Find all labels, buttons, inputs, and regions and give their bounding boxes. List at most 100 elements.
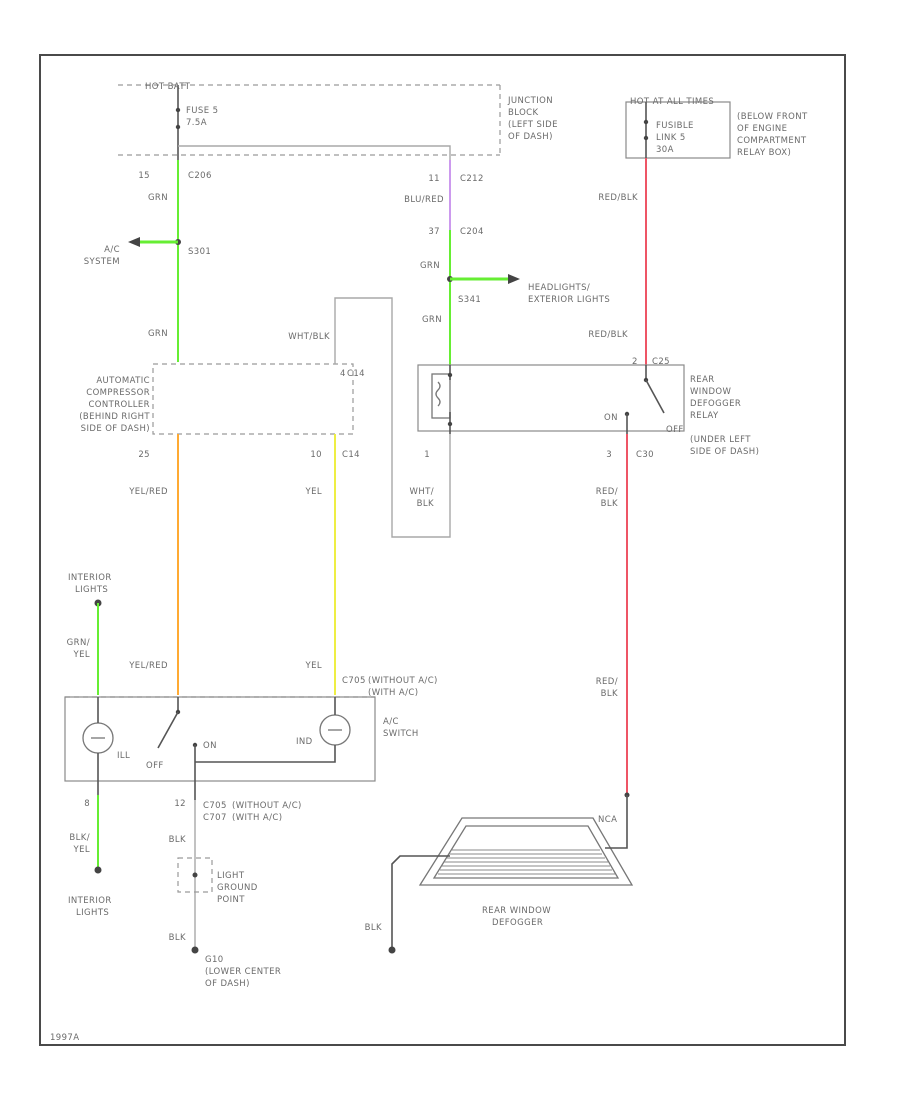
pin-number: 8	[84, 799, 90, 809]
relay-label: WINDOW	[690, 387, 732, 397]
pin-number: 37	[428, 227, 440, 237]
switch-state-on: ON	[203, 741, 217, 751]
fusible-link-terminal	[643, 135, 649, 141]
wht-blk-wire	[334, 297, 451, 538]
interior-lights-terminal	[94, 866, 102, 874]
connector-note: (WITHOUT A/C)	[232, 801, 302, 811]
relay-terminal	[447, 421, 453, 427]
hot-at-all-times-label: HOT AT ALL TIMES	[630, 97, 714, 107]
relay-label: REAR	[690, 375, 715, 385]
wire-color-label: RED/BLK	[598, 193, 638, 203]
diagram-frame	[39, 54, 846, 1046]
rear-window-defogger	[418, 817, 634, 886]
wire-color-label: BLK	[601, 689, 618, 699]
junction-block-label: BLOCK	[508, 108, 538, 118]
fusible-link-label: LINK 5	[656, 133, 686, 143]
connector-label: C212	[460, 174, 484, 184]
wire-color-label: GRN	[148, 329, 168, 339]
connector-label: C30	[636, 450, 654, 460]
wire-color-label: BLK/	[69, 833, 90, 843]
interior-lights-label: LIGHTS	[76, 908, 109, 918]
wire-color-label: GRN	[422, 315, 442, 325]
fuse-label: FUSE 5	[186, 106, 218, 116]
indicator-label: IND	[296, 737, 313, 747]
pin-number: 25	[138, 450, 150, 460]
illumination-label: ILL	[117, 751, 130, 761]
fusible-link-label: 30A	[656, 145, 674, 155]
wire-color-label: YEL/RED	[128, 661, 168, 671]
fusible-link-block	[625, 101, 731, 159]
ac-switch	[64, 696, 376, 782]
wire-color-label: WHT/BLK	[288, 332, 330, 342]
relay-label: DEFOGGER	[690, 399, 741, 409]
ac-switch-arm	[157, 711, 179, 749]
defogger-feed	[605, 795, 628, 849]
connector-label: C14	[342, 450, 360, 460]
junction-block-label: (LEFT SIDE	[508, 120, 558, 130]
pin-number: 2	[632, 357, 638, 367]
defogger-ground-icon	[388, 946, 396, 954]
accc-label: (BEHIND RIGHT	[79, 412, 150, 422]
interior-lights-label: INTERIOR	[68, 573, 112, 583]
interior-lights-label: INTERIOR	[68, 896, 112, 906]
connector-note: (WITH A/C)	[232, 813, 282, 823]
defogger-label: DEFOGGER	[492, 918, 543, 928]
fuse-5-terminal	[175, 124, 181, 130]
ground-label: G10	[205, 955, 224, 965]
connector-label: C204	[460, 227, 484, 237]
wire-color-label: BLK	[417, 499, 434, 509]
relay-box-label: COMPARTMENT	[737, 136, 807, 146]
pin-number: 11	[428, 174, 440, 184]
wire-color-label: YEL	[305, 661, 323, 671]
defogger-ground-wire	[391, 855, 450, 948]
defogger-grid-lines	[438, 849, 615, 875]
switch-state-on: ON	[604, 413, 618, 423]
wire-color-label: YEL	[305, 487, 323, 497]
relay-coil-winding	[435, 381, 441, 407]
headlights-arrow-icon	[508, 274, 520, 284]
connector-label: C14	[347, 369, 365, 379]
wire-color-label: BLU/RED	[404, 195, 444, 205]
wire-color-label: GRN	[420, 261, 440, 271]
wire-color-label: BLK	[365, 923, 382, 933]
ac-switch-label: SWITCH	[383, 729, 419, 739]
fuse-5-terminal	[175, 107, 181, 113]
accc-label: AUTOMATIC	[96, 376, 150, 386]
fusible-link-label: FUSIBLE	[656, 121, 694, 131]
connector-label: C705	[203, 801, 227, 811]
relay-location: (UNDER LEFT	[690, 435, 751, 445]
ac-system-label: A/C	[104, 245, 120, 255]
switch-state-off: OFF	[146, 761, 164, 771]
interior-lights-label: LIGHTS	[75, 585, 108, 595]
automatic-compressor-controller	[152, 363, 354, 435]
junction-block-label: OF DASH)	[508, 132, 553, 142]
relay-location: SIDE OF DASH)	[690, 447, 759, 457]
wire-color-label: BLK	[601, 499, 618, 509]
ac-system-arrow-icon	[128, 237, 140, 247]
pin-number: 4	[340, 369, 346, 379]
wire-color-label: YEL	[73, 845, 91, 855]
rear-window-defogger-inner	[432, 825, 620, 879]
relay-coil	[431, 373, 451, 419]
ac-switch-label: A/C	[383, 717, 399, 727]
pin-number: 12	[174, 799, 186, 809]
figure-number: 1997A	[50, 1033, 79, 1043]
connector-label: C25	[652, 357, 670, 367]
connector-label: C206	[188, 171, 212, 181]
light-ground-point	[177, 857, 213, 893]
wire-color-label: BLK	[169, 933, 186, 943]
accc-label: CONTROLLER	[88, 400, 150, 410]
wire-color-label: WHT/	[410, 487, 434, 497]
relay-terminal	[447, 372, 453, 378]
relay-box-label: OF ENGINE	[737, 124, 787, 134]
relay-box-label: (BELOW FRONT	[737, 112, 808, 122]
headlights-label: EXTERIOR LIGHTS	[528, 295, 610, 305]
headlights-label: HEADLIGHTS/	[528, 283, 590, 293]
fusible-link-terminal	[643, 119, 649, 125]
accc-label: COMPRESSOR	[86, 388, 150, 398]
hot-batt-label: HOT BATT	[145, 82, 191, 92]
wire-color-label: GRN	[148, 193, 168, 203]
wire-color-label: RED/	[596, 677, 618, 687]
ground-g10-icon	[191, 946, 199, 954]
